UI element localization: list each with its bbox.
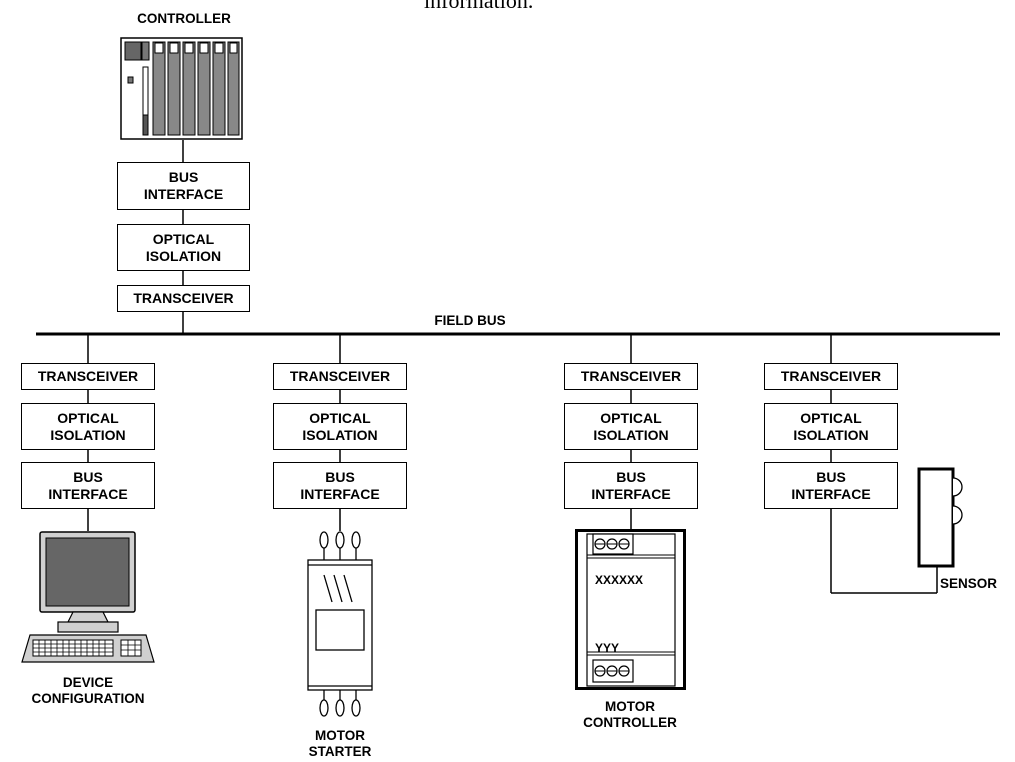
controller-optical-isolation-box: OPTICAL ISOLATION <box>117 224 250 271</box>
motor-controller-label: MOTOR CONTROLLER <box>583 699 677 730</box>
controller-transceiver-box: TRANSCEIVER <box>117 285 250 312</box>
field-bus-label: FIELD BUS <box>434 313 506 328</box>
node2-transceiver-box: TRANSCEIVER <box>273 363 407 390</box>
controller-icon <box>120 37 243 140</box>
node1-bus-interface-box: BUS INTERFACE <box>21 462 155 509</box>
computer-icon <box>21 531 155 663</box>
motor-controller-icon <box>575 529 686 690</box>
motor-controller-display-bottom: YYY <box>595 641 620 655</box>
node3-bus-interface-box: BUS INTERFACE <box>564 462 698 509</box>
motor-starter-label: MOTOR STARTER <box>308 728 372 759</box>
device-configuration-label: DEVICE CONFIGURATION <box>31 675 145 706</box>
controller-bus-interface-box: BUS INTERFACE <box>117 162 250 210</box>
node2-bus-interface-box: BUS INTERFACE <box>273 462 407 509</box>
node2-optical-isolation-box: OPTICAL ISOLATION <box>273 403 407 450</box>
node4-transceiver-box: TRANSCEIVER <box>764 363 898 390</box>
node1-transceiver-box: TRANSCEIVER <box>21 363 155 390</box>
node1-optical-isolation-box: OPTICAL ISOLATION <box>21 403 155 450</box>
controller-label: CONTROLLER <box>137 11 231 26</box>
node3-optical-isolation-box: OPTICAL ISOLATION <box>564 403 698 450</box>
motor-controller-display-top: XXXXXX <box>595 573 644 587</box>
node3-transceiver-box: TRANSCEIVER <box>564 363 698 390</box>
top-caption-fragment: information. <box>424 0 534 13</box>
motor-starter-icon <box>307 531 373 717</box>
sensor-icon <box>917 467 963 568</box>
sensor-label: SENSOR <box>940 576 998 591</box>
node4-bus-interface-box: BUS INTERFACE <box>764 462 898 509</box>
node4-optical-isolation-box: OPTICAL ISOLATION <box>764 403 898 450</box>
